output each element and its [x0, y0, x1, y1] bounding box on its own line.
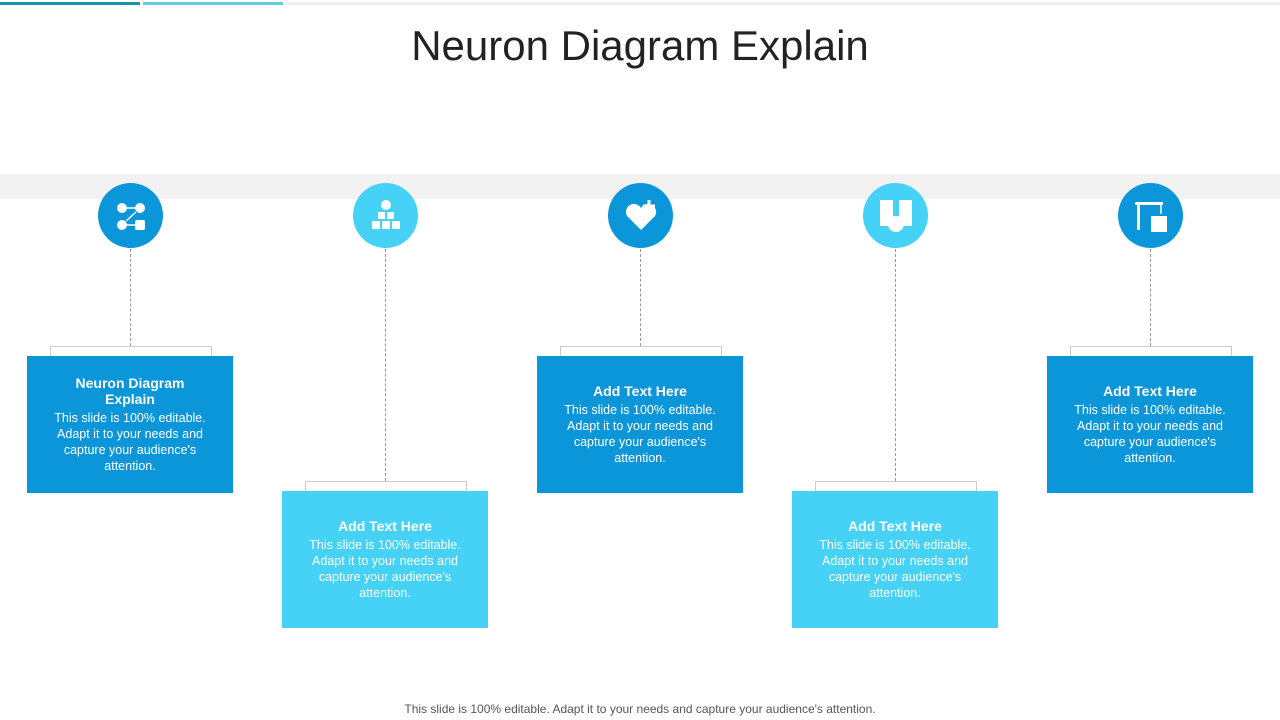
building-maintenance-icon	[879, 199, 912, 232]
top-accent-bar	[143, 2, 283, 5]
box-body: This slide is 100% editable. Adapt it to…	[564, 403, 716, 465]
box-heading: Add Text Here	[848, 518, 942, 534]
boxes-gear-circle	[353, 183, 418, 248]
info-box: Neuron Diagram Explain This slide is 100…	[27, 356, 233, 493]
box-body: This slide is 100% editable. Adapt it to…	[309, 538, 461, 600]
network-circle	[98, 183, 163, 248]
box-body: This slide is 100% editable. Adapt it to…	[54, 411, 206, 473]
box-heading: Add Text Here	[338, 518, 432, 534]
info-box: Add Text Here This slide is 100% editabl…	[282, 491, 488, 628]
heart-health-circle	[608, 183, 673, 248]
box-body: This slide is 100% editable. Adapt it to…	[819, 538, 971, 600]
info-box: Add Text Here This slide is 100% editabl…	[792, 491, 998, 628]
boxes-gear-icon	[371, 199, 400, 229]
network-icon	[116, 202, 145, 230]
box-tab	[1070, 346, 1232, 356]
box-tab	[560, 346, 722, 356]
box-tab	[305, 481, 467, 491]
box-body: This slide is 100% editable. Adapt it to…	[1074, 403, 1226, 465]
connector-line	[130, 249, 131, 346]
footer-note: This slide is 100% editable. Adapt it to…	[404, 702, 876, 716]
heart-health-icon	[625, 199, 656, 230]
box-tab	[50, 346, 212, 356]
box-heading: Neuron Diagram Explain	[75, 375, 185, 407]
box-tab	[815, 481, 977, 491]
connector-line	[640, 249, 641, 346]
connector-line	[895, 249, 896, 481]
page-title: Neuron Diagram Explain	[411, 22, 869, 69]
info-box: Add Text Here This slide is 100% editabl…	[537, 356, 743, 493]
top-accent-bar	[0, 2, 140, 5]
box-heading: Add Text Here	[593, 383, 687, 399]
connector-line	[1150, 249, 1151, 346]
box-heading: Add Text Here	[1103, 383, 1197, 399]
connector-line	[385, 249, 386, 481]
crane-building-circle	[1118, 183, 1183, 248]
top-accent-bar	[286, 2, 1280, 5]
building-maintenance-circle	[863, 183, 928, 248]
crane-building-icon	[1134, 201, 1167, 232]
info-box: Add Text Here This slide is 100% editabl…	[1047, 356, 1253, 493]
